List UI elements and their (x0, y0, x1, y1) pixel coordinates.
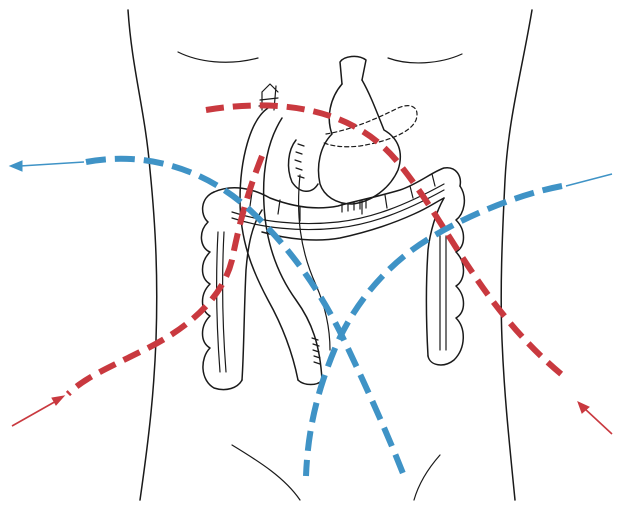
chest-contour-left (178, 52, 258, 62)
ascending-colon-inner (242, 210, 262, 380)
blue-arrow-left-shaft (20, 162, 84, 166)
ascending-colon-taenia (217, 232, 226, 372)
bowel-limb-inner-line (299, 175, 330, 350)
red-arrow-left-shaft (12, 400, 58, 426)
pouch-stitches (295, 144, 304, 178)
transverse-colon-haustra (250, 174, 435, 221)
bowel-limb-end (298, 380, 322, 385)
red-arrow-left-head (52, 396, 64, 405)
torso-left-contour (128, 10, 157, 500)
stomach-body (319, 80, 401, 204)
torso-right-contour (501, 10, 532, 500)
blue-dashed-arc-right (306, 186, 562, 476)
red-arrow-right-shaft (584, 408, 612, 434)
stomach-resection-line (322, 106, 417, 147)
small-bowel-limb (240, 84, 330, 385)
descending-colon-taenia (440, 236, 446, 350)
gastric-pouch (289, 140, 318, 191)
bowel-limb-right-wall (264, 118, 322, 380)
inguinal-line-left (232, 445, 300, 500)
blue-arrow-left-head (10, 161, 22, 171)
stomach (289, 56, 418, 204)
inguinal-line-right (414, 455, 440, 500)
chest-contour-right (388, 54, 462, 63)
blue-arrow-right-shaft (566, 174, 612, 186)
red-dashed-arc-upper (206, 105, 566, 378)
red-dashed-arc-lower (68, 156, 262, 394)
blue-dashed-path (10, 159, 612, 476)
torso-outline (128, 10, 532, 500)
